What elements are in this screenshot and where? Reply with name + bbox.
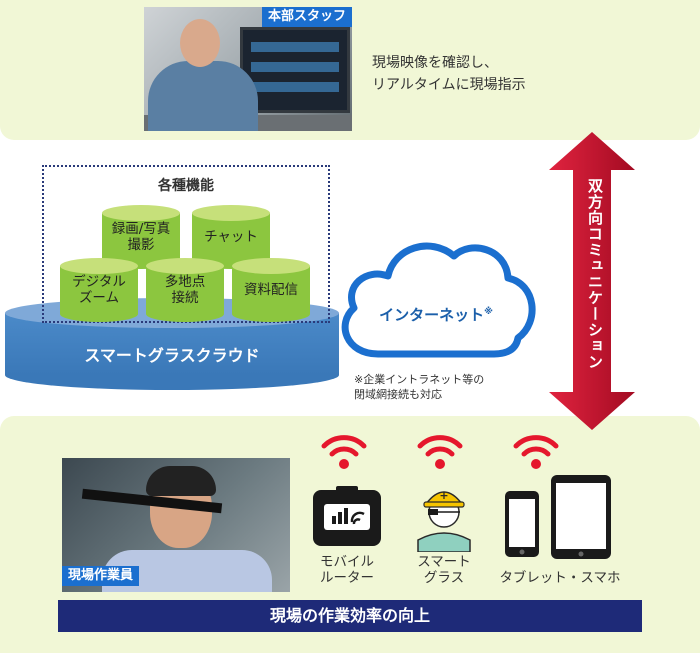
- network-note: ※企業イントラネット等の 閉域網接続も対応: [354, 373, 485, 401]
- tablet-icon: [551, 475, 611, 559]
- internet-cloud: インターネット※: [330, 226, 542, 368]
- mobile-router-label: モバイルルーター: [320, 554, 374, 586]
- smartphone-icon: [505, 491, 539, 557]
- smart-glasses-label: スマートグラス: [417, 554, 471, 586]
- tablet-smartphone-label: タブレット・スマホ: [499, 570, 621, 586]
- wifi-icon: [321, 435, 367, 469]
- cloud-icon: [341, 242, 536, 358]
- field-worker-tag: 現場作業員: [62, 566, 140, 586]
- platform-label: スマートグラスクラウド: [84, 346, 260, 365]
- feature-recording: 録画/写真撮影: [102, 205, 180, 269]
- efficiency-banner: 現場の作業効率の向上: [58, 600, 642, 632]
- internet-label: インターネット: [379, 306, 485, 324]
- communication-label: 双方向コミュニケーション: [586, 178, 604, 370]
- internet-note-mark: ※: [484, 307, 493, 317]
- wifi-icon: [513, 435, 559, 469]
- headquarters-staff-photo: 本部スタッフ: [144, 7, 352, 131]
- svg-text:+: +: [439, 489, 448, 502]
- smart-glasses-worker-icon: +: [417, 489, 471, 552]
- router-icon: [313, 486, 381, 546]
- feature-document-delivery: 資料配信: [232, 258, 310, 322]
- wifi-icon: [417, 435, 463, 469]
- field-worker-photo: 現場作業員: [62, 458, 290, 592]
- headquarters-staff-tag: 本部スタッフ: [261, 7, 352, 27]
- features-group: 各種機能: [42, 165, 330, 323]
- feature-multipoint: 多地点接続: [146, 258, 224, 322]
- features-title: 各種機能: [158, 178, 214, 194]
- feature-digital-zoom: デジタルズーム: [60, 258, 138, 322]
- bidirectional-arrow: [549, 132, 635, 430]
- headquarters-description: 現場映像を確認し、 リアルタイムに現場指示: [372, 55, 526, 93]
